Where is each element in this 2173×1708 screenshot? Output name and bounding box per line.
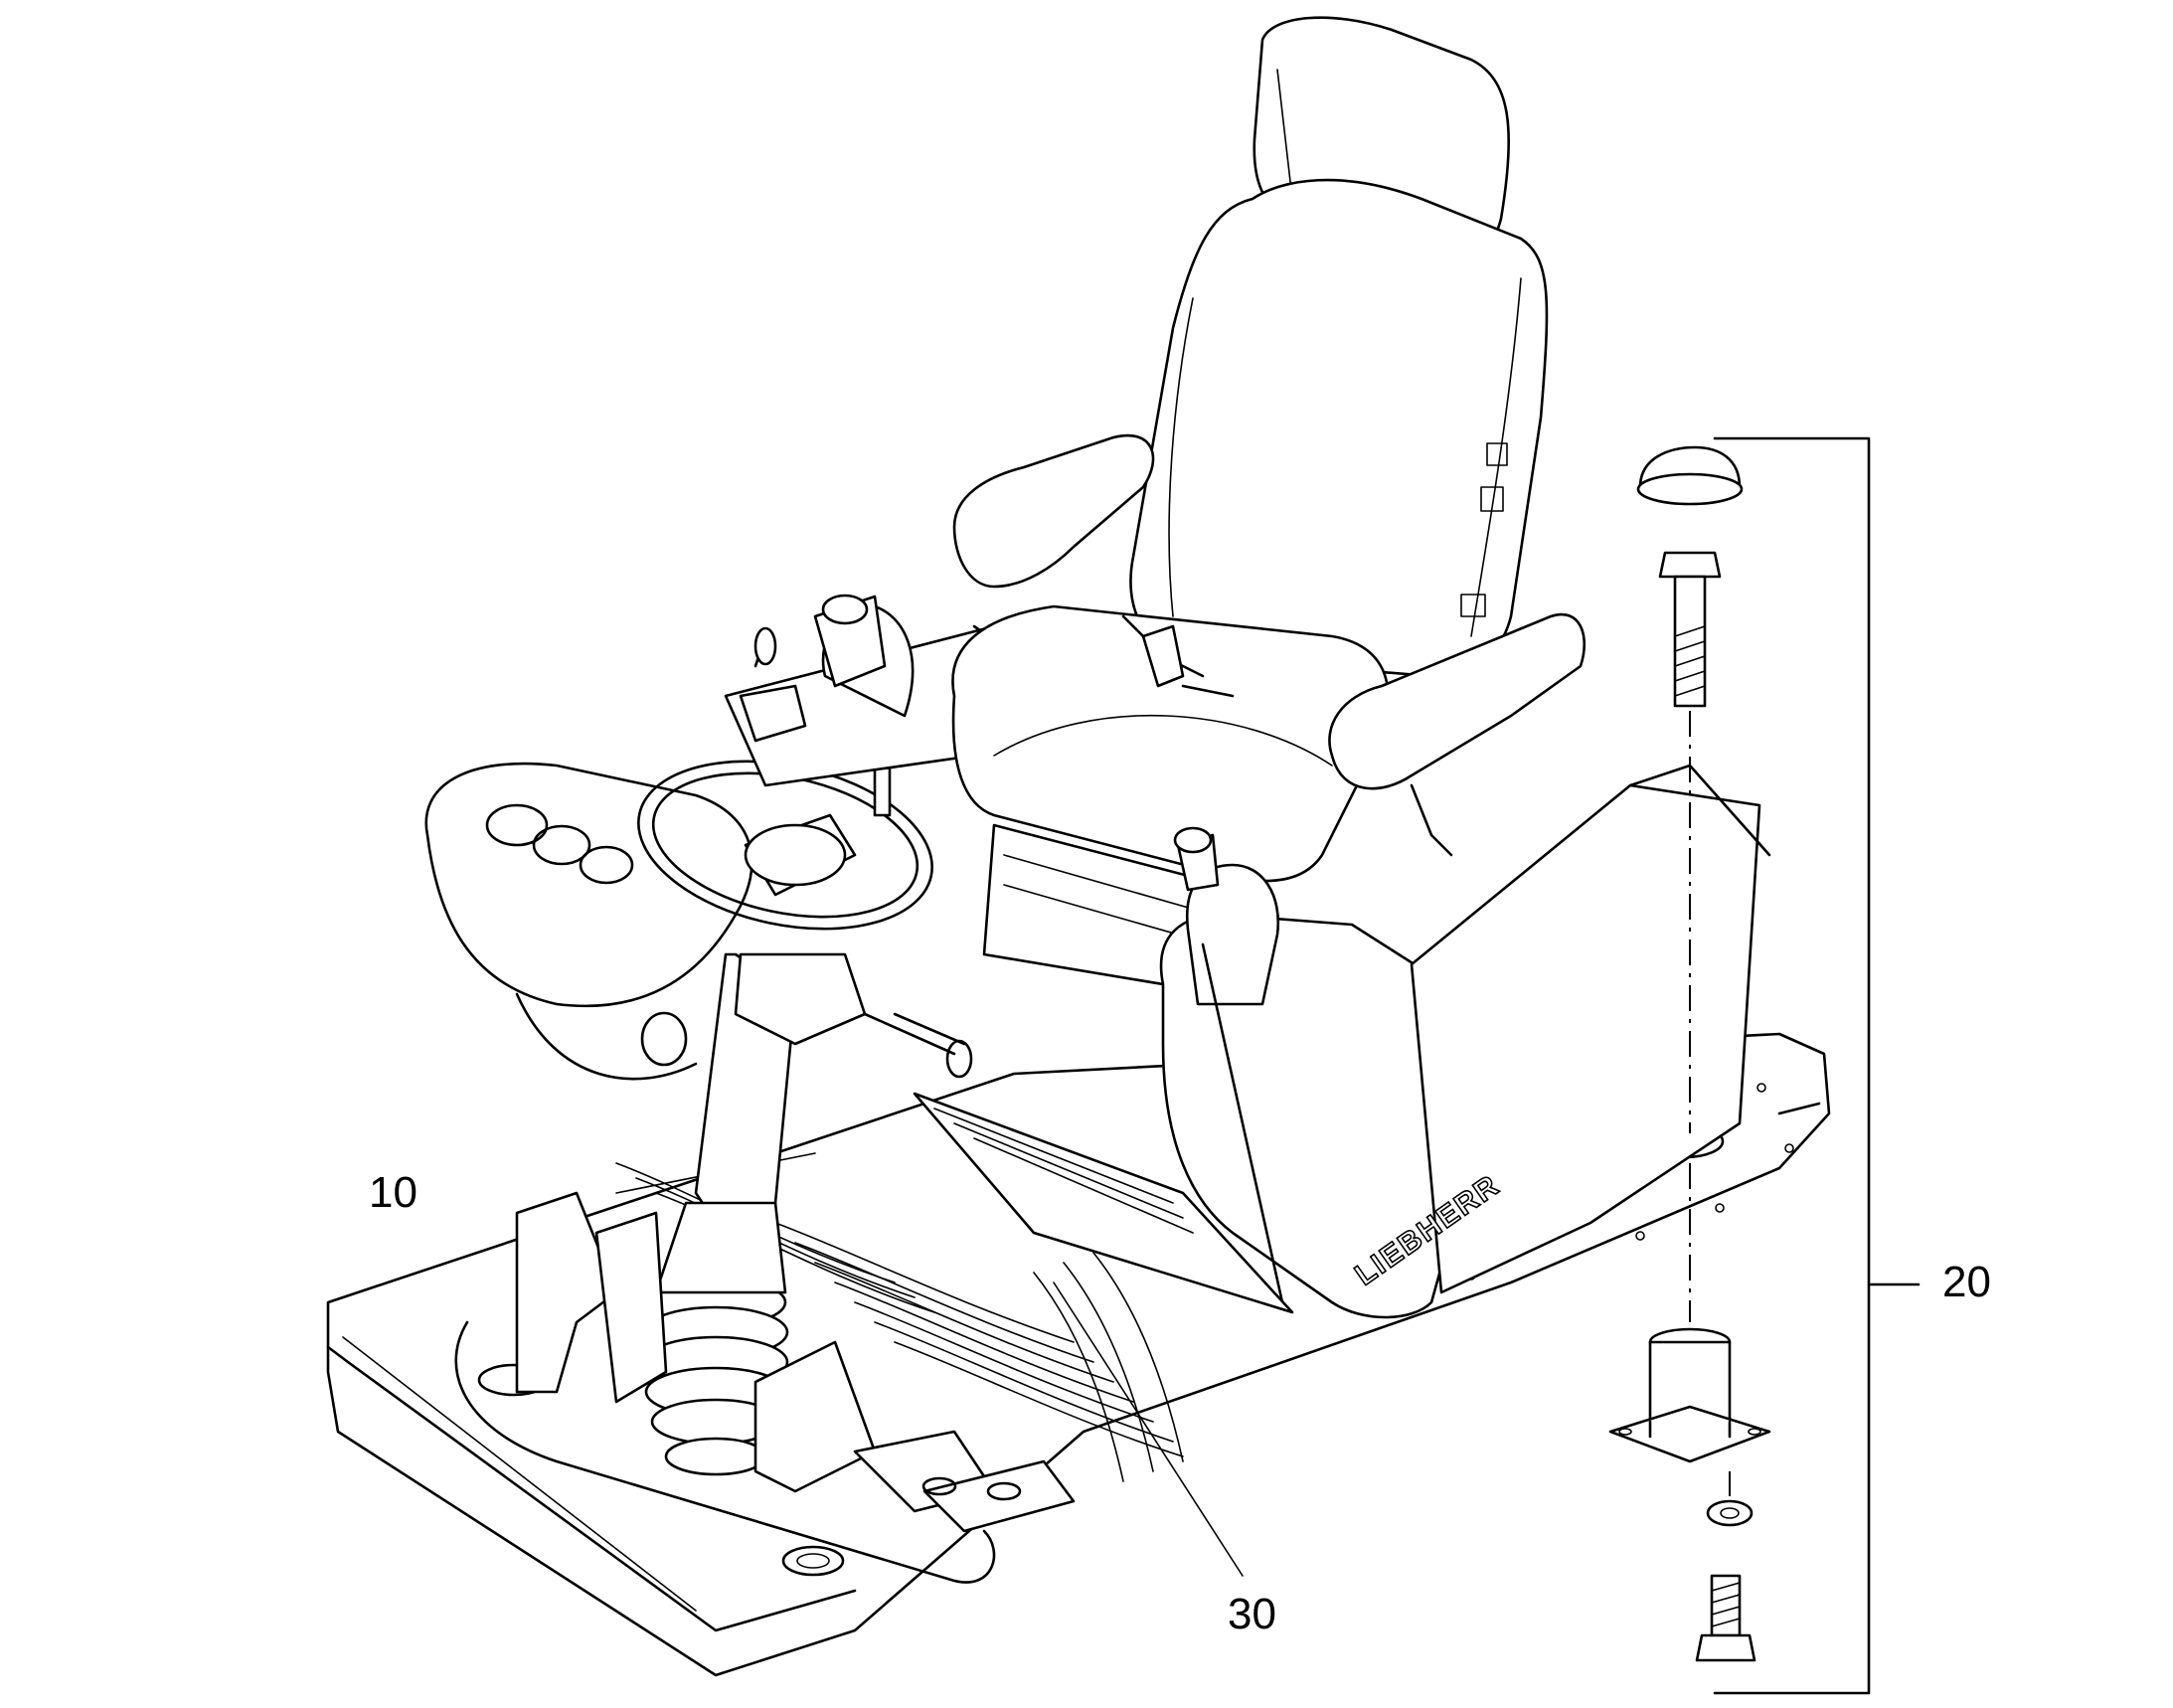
callout-10: 10: [369, 1168, 418, 1217]
isolator-mount-hardware: [1608, 445, 1771, 1662]
operator-seat: [951, 16, 1586, 996]
seat-base-box: [913, 1092, 1294, 1314]
callout-leaders: [1053, 436, 1921, 1695]
right-control-console: LIEBHERR: [1159, 764, 1771, 1319]
callout-20: 20: [1942, 1258, 1991, 1306]
callout-30: 30: [1228, 1590, 1276, 1638]
foot-pedals: [515, 1191, 1076, 1533]
